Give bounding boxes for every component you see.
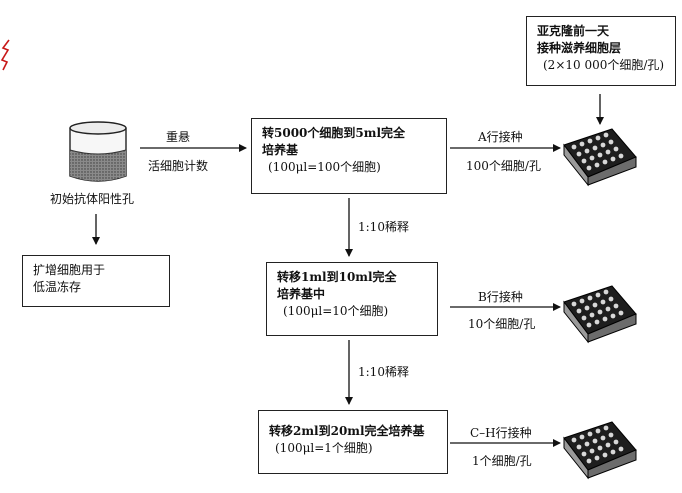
step1-line2: 培养基 bbox=[262, 143, 299, 157]
row-b-top-label: B行接种 bbox=[478, 290, 523, 304]
expand-box-line1: 扩增细胞用于 bbox=[33, 263, 106, 277]
step2-box: 转移1ml到10ml完全 培养基中 (100μl=10个细胞) bbox=[266, 262, 438, 336]
well-plate-icon-ch bbox=[563, 421, 637, 480]
dilution-label-1: 1:10稀释 bbox=[358, 220, 409, 234]
resuspend-label: 重悬 bbox=[166, 130, 191, 144]
step2-line2: 培养基中 bbox=[277, 287, 326, 301]
feeder-box-line3: (2×10 000个细胞/孔) bbox=[543, 58, 665, 72]
feeder-box: 亚克隆前一天 接种滋养细胞层 (2×10 000个细胞/孔) bbox=[526, 16, 676, 86]
step1-box: 转5000个细胞到5ml完全 培养基 (100μl=100个细胞) bbox=[251, 118, 447, 194]
step3-line1: 转移2ml到20ml完全培养基 bbox=[269, 424, 425, 438]
feeder-box-line2: 接种滋养细胞层 bbox=[537, 41, 622, 55]
dilution-label-2: 1:10稀释 bbox=[358, 365, 409, 379]
source-label: 初始抗体阳性孔 bbox=[50, 192, 135, 206]
cell-count-label: 活细胞计数 bbox=[148, 159, 209, 173]
well-plate-icon-a bbox=[563, 128, 637, 187]
step1-line3: (100μl=100个细胞) bbox=[268, 160, 381, 174]
step2-line3: (100μl=10个细胞) bbox=[283, 304, 389, 318]
step3-line2: (100μl=1个细胞) bbox=[275, 441, 373, 455]
red-edge-mark bbox=[0, 39, 10, 71]
step3-box: 转移2ml到20ml完全培养基 (100μl=1个细胞) bbox=[258, 410, 448, 474]
row-ch-top-label: C–H行接种 bbox=[470, 426, 532, 440]
row-b-bottom-label: 10个细胞/孔 bbox=[468, 317, 536, 331]
row-ch-bottom-label: 1个细胞/孔 bbox=[472, 454, 532, 468]
expand-box-line2: 低温冻存 bbox=[33, 280, 82, 294]
row-a-bottom-label: 100个细胞/孔 bbox=[466, 159, 541, 173]
beaker-icon bbox=[69, 121, 127, 182]
step2-line1: 转移1ml到10ml完全 bbox=[277, 270, 397, 284]
row-a-top-label: A行接种 bbox=[478, 130, 523, 144]
step1-line1: 转5000个细胞到5ml完全 bbox=[262, 126, 406, 140]
feeder-box-line1: 亚克隆前一天 bbox=[537, 24, 610, 38]
well-plate-icon-b bbox=[563, 285, 637, 344]
expand-box: 扩增细胞用于 低温冻存 bbox=[22, 255, 170, 307]
